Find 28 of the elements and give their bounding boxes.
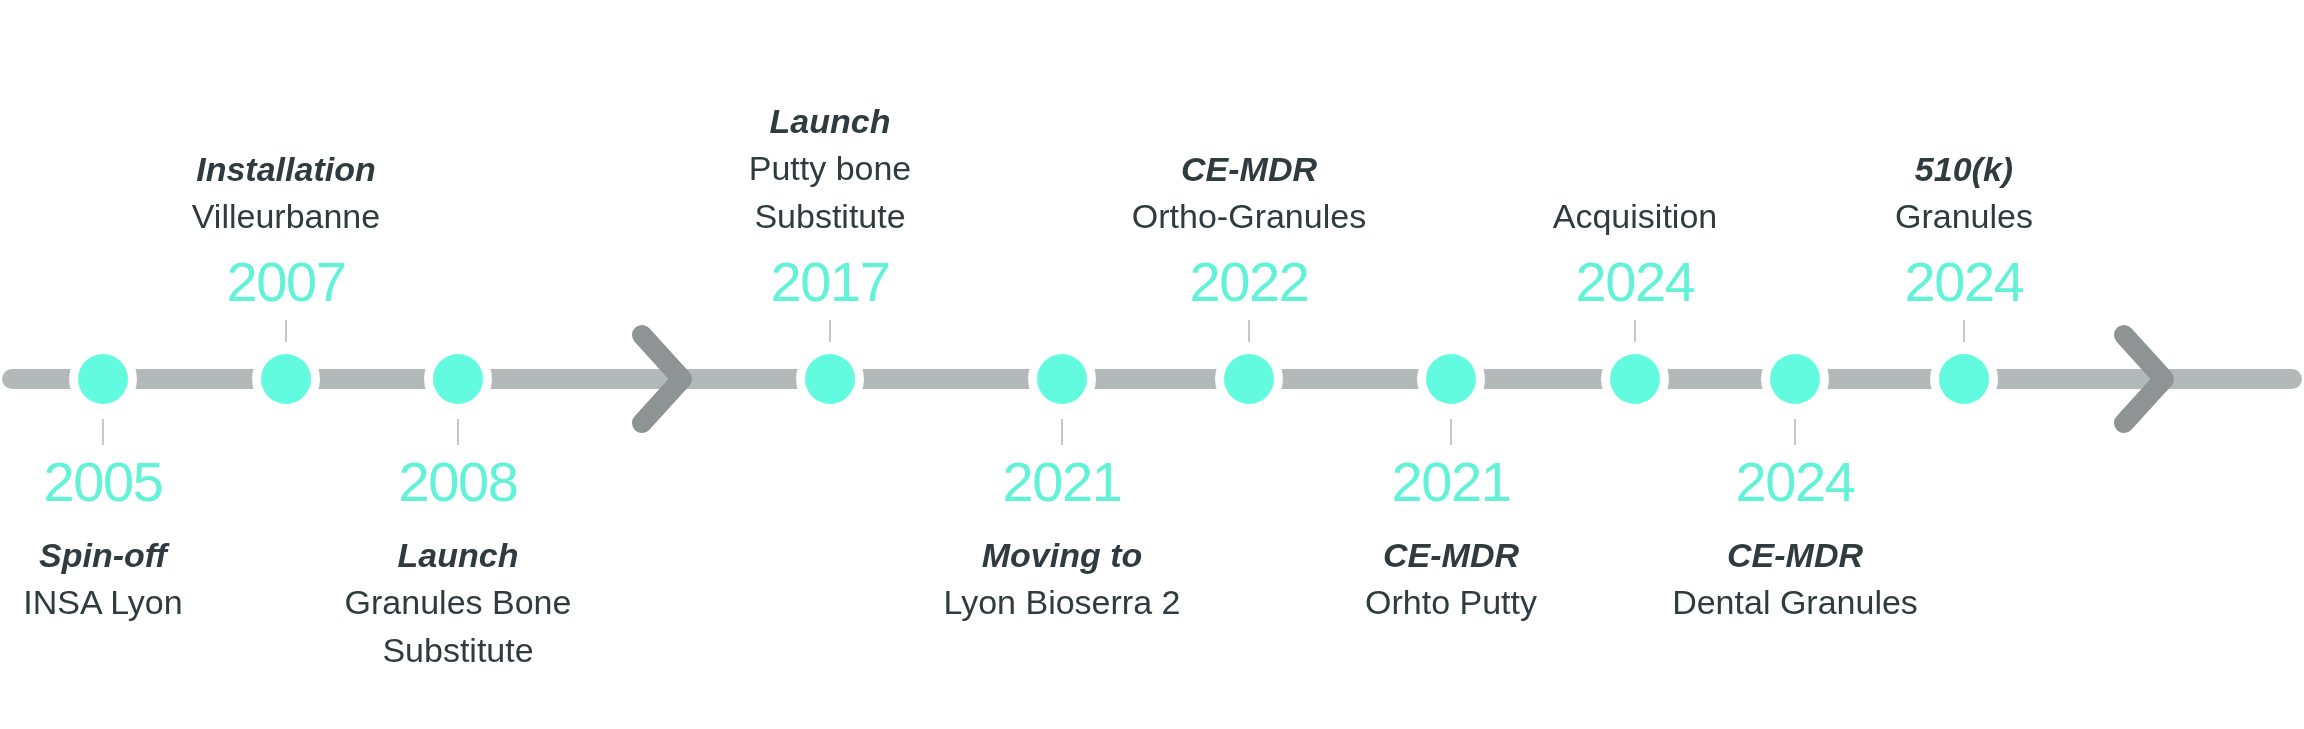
event-description: Acquisition [1552,196,1718,237]
event-description: INSA Lyon [23,582,183,623]
event-description: Granules Bone Substitute [343,582,573,671]
event-description: Lyon Bioserra 2 [943,582,1181,623]
year-label: 2024 [1735,452,1855,512]
year-label: 2024 [1575,252,1695,312]
event-title: CE-MDR [1727,535,1863,576]
event-title: CE-MDR [1383,535,1519,576]
event-title: Moving to [981,535,1143,576]
event-title: Launch [769,101,891,142]
event-description: Orhto Putty [1365,582,1537,623]
year-label: 2017 [770,252,890,312]
year-label: 2022 [1189,252,1309,312]
event-description: Granules [1895,196,2033,237]
year-label: 2007 [226,252,346,312]
event-title: Installation [196,149,376,190]
year-label: 2021 [1002,452,1122,512]
event-title: CE-MDR [1181,149,1317,190]
event-description: Ortho-Granules [1131,196,1367,237]
year-label: 2005 [43,452,163,512]
year-label: 2024 [1904,252,2024,312]
event-description: Dental Granules [1672,582,1918,623]
event-title: Launch [397,535,519,576]
event-description: Villeurbanne [191,196,381,237]
year-label: 2021 [1391,452,1511,512]
year-label: 2008 [398,452,518,512]
event-title: 510(k) [1914,149,2014,190]
event-description: Putty bone Substitute [747,148,913,237]
